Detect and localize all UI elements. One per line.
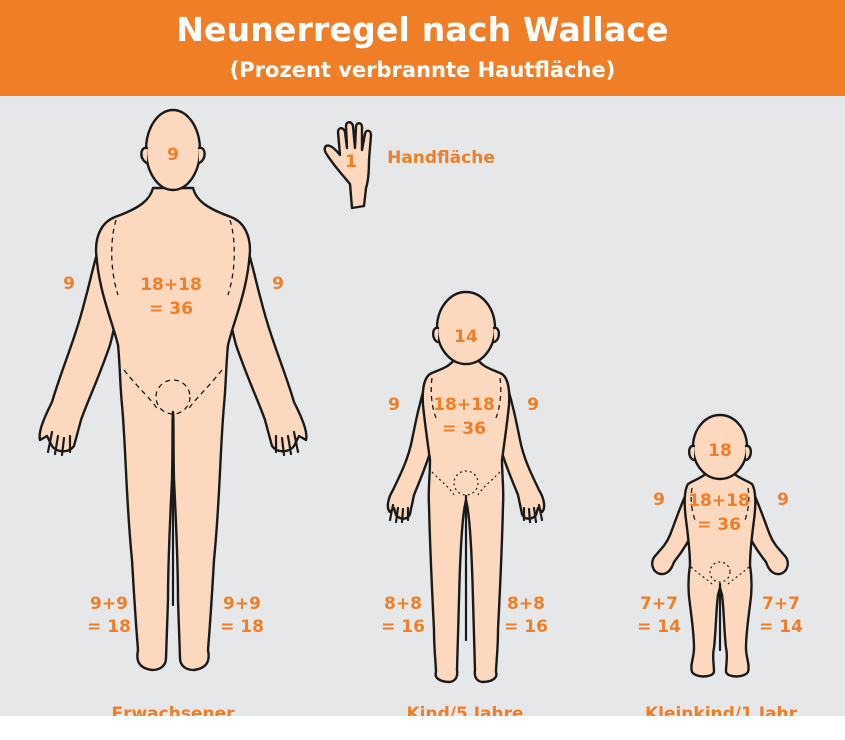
adult-leg-right-sum: = 18 [220, 617, 264, 637]
infant-leg-right-label: 7+7 [762, 594, 800, 614]
adult-trunk-sum: = 36 [149, 299, 193, 319]
palm-value: 1 [345, 152, 357, 172]
header-bar: Neunerregel nach Wallace (Prozent verbra… [0, 0, 845, 96]
infant-arm-right-label: 9 [777, 490, 789, 510]
palm-label: Handfläche [387, 148, 495, 168]
infant-caption: Kleinkind/1 Jahr [645, 704, 798, 716]
child-head-label: 14 [454, 327, 478, 347]
adult-ear-right [199, 148, 205, 163]
infant-leg-right-sum: = 14 [759, 617, 803, 637]
infant-leg-left-label: 7+7 [640, 594, 678, 614]
infant-trunk-label: 18+18 [688, 491, 750, 511]
adult-leg-left-label: 9+9 [90, 594, 128, 614]
adult-head-label: 9 [167, 145, 179, 165]
palm-figure: 1 Handfläche [325, 122, 495, 208]
title: Neunerregel nach Wallace [0, 10, 845, 49]
infant-trunk-sum: = 36 [697, 515, 741, 535]
adult-arm-right-label: 9 [272, 274, 284, 294]
body-figures: 9 9 9 18+18 = 36 9+9 = 18 9+9 = 18 Erwac… [0, 96, 845, 716]
adult-trunk-label: 18+18 [140, 275, 202, 295]
adult-arm-left-label: 9 [63, 274, 75, 294]
diagram-panel: Neunerregel nach Wallace (Prozent verbra… [0, 0, 845, 716]
child-leg-right-label: 8+8 [507, 594, 545, 614]
infant-arm-left-label: 9 [653, 490, 665, 510]
child-leg-right-sum: = 16 [504, 617, 548, 637]
child-leg-left-sum: = 16 [381, 617, 425, 637]
adult-leg-right-label: 9+9 [223, 594, 261, 614]
adult-caption: Erwachsener [111, 704, 235, 716]
child-trunk-label: 18+18 [433, 395, 495, 415]
child-caption: Kind/5 Jahre [406, 704, 523, 716]
child-leg-left-label: 8+8 [384, 594, 422, 614]
infant-figure: 18 9 9 18+18 = 36 7+7 = 14 7+7 = 14 Klei… [637, 415, 803, 716]
adult-leg-left-sum: = 18 [87, 617, 131, 637]
child-arm-right-label: 9 [527, 395, 539, 415]
child-trunk-sum: = 36 [442, 419, 486, 439]
adult-figure: 9 9 9 18+18 = 36 9+9 = 18 9+9 = 18 Erwac… [40, 110, 307, 716]
child-arm-left-label: 9 [388, 395, 400, 415]
adult-ear-left [141, 148, 147, 163]
infant-head-label: 18 [708, 441, 732, 461]
infant-leg-left-sum: = 14 [637, 617, 681, 637]
subtitle: (Prozent verbrannte Hautfläche) [0, 58, 845, 82]
child-figure: 14 9 9 18+18 = 36 8+8 = 16 8+8 = 16 Kind… [381, 292, 548, 716]
